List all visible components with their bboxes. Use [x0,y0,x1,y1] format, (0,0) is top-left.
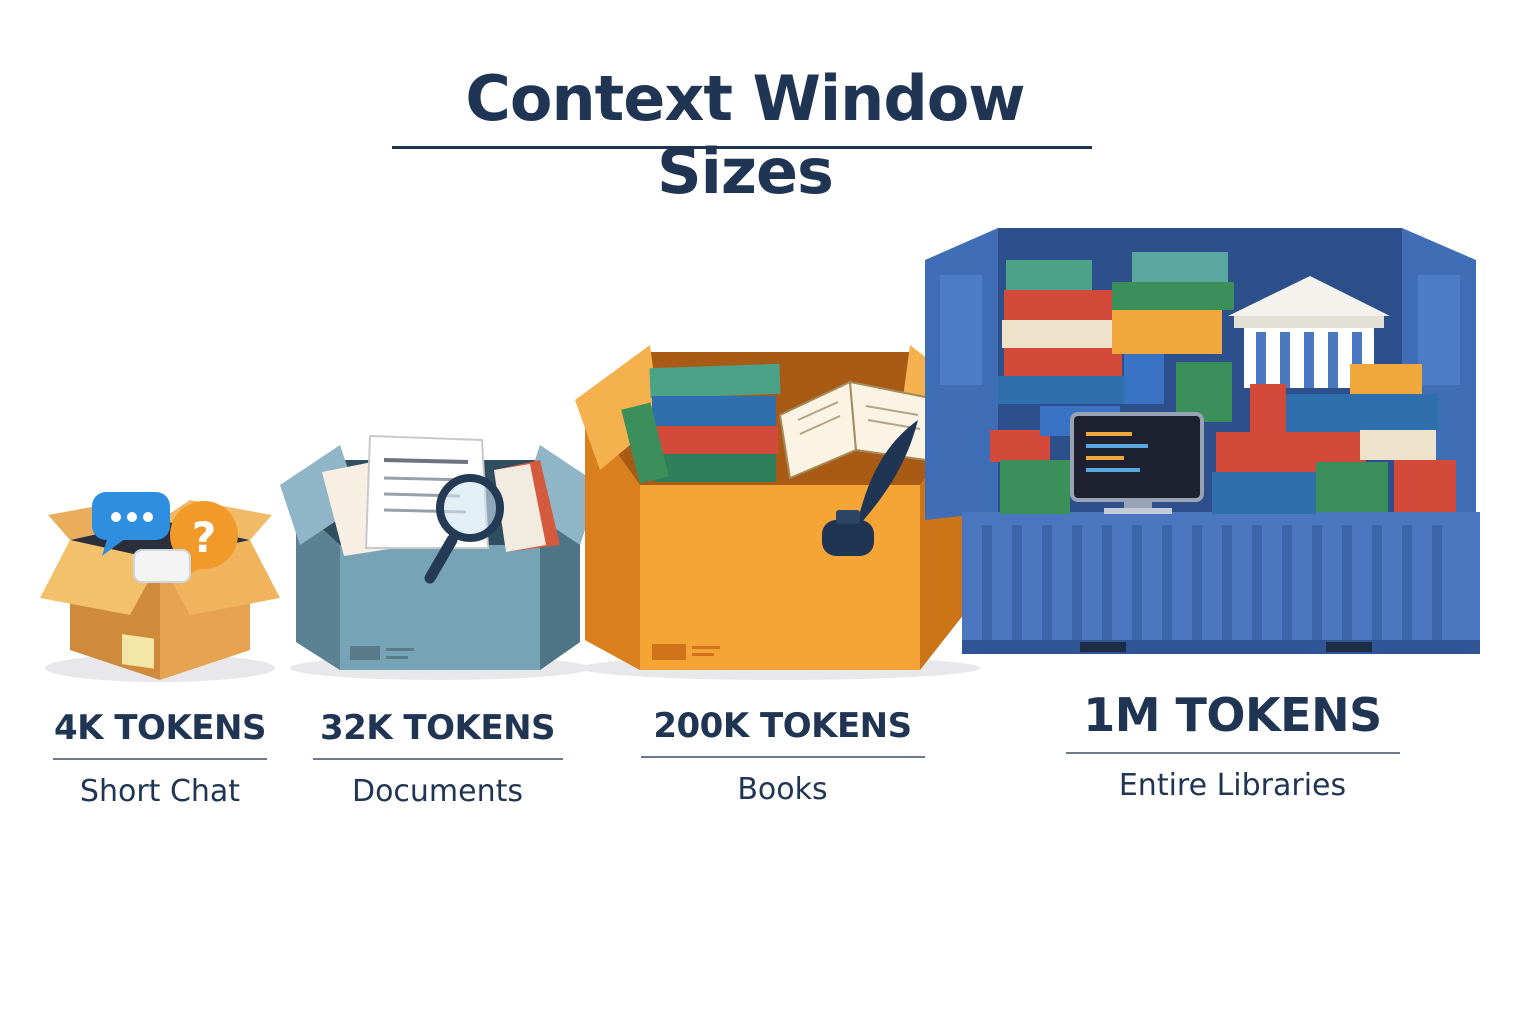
library-building-icon [1228,276,1390,388]
tier-description: Entire Libraries [1118,768,1347,803]
quill-ink-icon [822,420,918,556]
tier-divider [640,756,925,758]
tier-1m: 1M TOKENS Entire Libraries [1060,688,1405,803]
tier-description: Short Chat [79,774,241,809]
shipping-container-icon [925,228,1480,654]
tier-32k: 32K TOKENS Documents [300,708,575,809]
svg-text:?: ? [192,513,216,562]
computer-monitor-icon [1070,412,1204,514]
books-box-icon [575,345,980,670]
small-cardboard-box-icon: ? [40,492,280,680]
message-bubble-icon [133,549,191,583]
tier-name: 1M TOKENS [1083,688,1382,742]
tier-description: Documents [351,774,524,809]
tier-divider [1065,752,1400,754]
tier-description: Books [737,772,828,807]
tier-divider [312,758,563,760]
tier-200k: 200K TOKENS Books [630,706,935,807]
tier-divider [53,758,267,760]
magnifier-icon [424,474,504,584]
chat-bubble-icon [92,492,170,556]
tier-name: 4K TOKENS [54,708,266,748]
tier-name: 200K TOKENS [653,706,912,746]
title-underline [392,146,1092,149]
tier-name: 32K TOKENS [319,708,556,748]
tier-4k: 4K TOKENS Short Chat [40,708,280,809]
documents-box-icon [280,434,600,670]
